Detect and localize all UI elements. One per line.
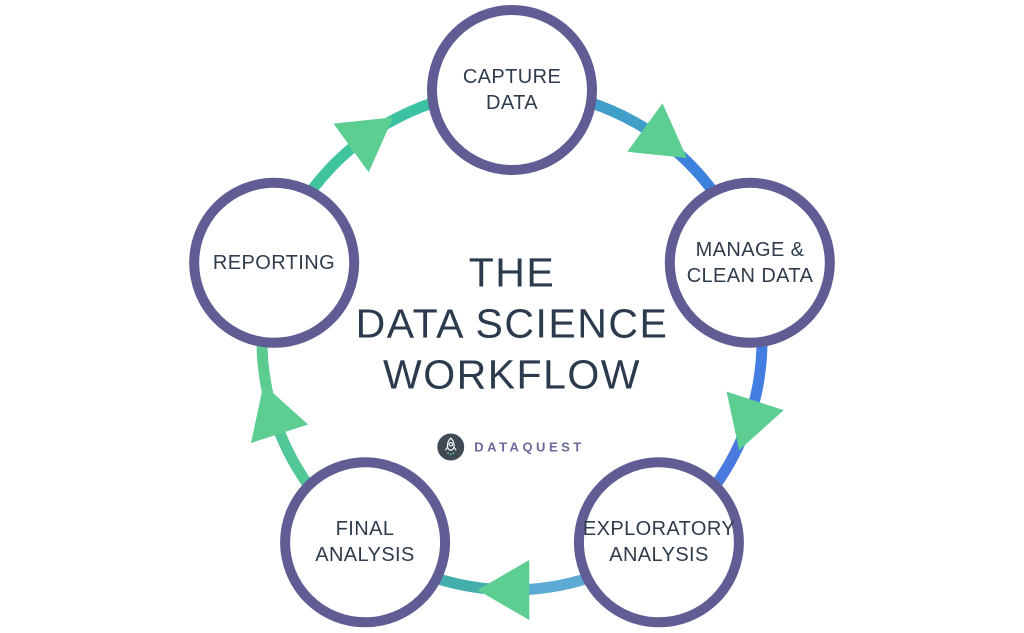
node-label-line: DATA	[486, 92, 538, 114]
dataquest-logo: DATAQUEST	[437, 433, 585, 461]
node-label-line: FINAL	[335, 518, 395, 540]
diagram-title-line: DATA SCIENCE	[355, 300, 669, 347]
node-label-final-analysis: FINAL ANALYSIS	[275, 516, 455, 568]
node-label-manage-clean-data: MANAGE & CLEAN DATA	[660, 237, 840, 289]
node-circle-exploratory-analysis	[573, 457, 744, 628]
node-label-line: EXPLORATORY	[582, 518, 736, 540]
node-label-line: REPORTING	[212, 252, 336, 274]
node-circle-capture-data	[427, 5, 597, 175]
node-label-capture-data: CAPTURE DATA	[422, 64, 602, 116]
node-label-line: CAPTURE	[462, 66, 562, 88]
flow-arrow-icon	[251, 384, 309, 443]
diagram-title-line: THE	[468, 249, 556, 296]
node-circle-final-analysis	[280, 457, 451, 628]
node-circle-reporting	[189, 177, 360, 348]
node-label-line: ANALYSIS	[315, 544, 415, 566]
rocket-icon	[437, 433, 465, 461]
logo-text: DATAQUEST	[474, 439, 585, 455]
node-label-line: MANAGE &	[695, 239, 805, 261]
node-label-exploratory-analysis: EXPLORATORY ANALYSIS	[569, 516, 749, 568]
diagram-title-line: WORKFLOW	[383, 351, 641, 398]
flow-arrow-icon	[477, 560, 530, 620]
diagram-title: THE DATA SCIENCE WORKFLOW	[356, 248, 669, 401]
flow-arrow-icon	[627, 103, 687, 158]
flow-arrow-icon	[726, 391, 784, 451]
node-label-line: CLEAN DATA	[686, 265, 814, 287]
flow-arrow-icon	[333, 117, 394, 173]
node-label-reporting: REPORTING	[184, 250, 364, 276]
node-label-line: ANALYSIS	[609, 544, 709, 566]
node-circle-manage-clean-data	[664, 177, 835, 348]
